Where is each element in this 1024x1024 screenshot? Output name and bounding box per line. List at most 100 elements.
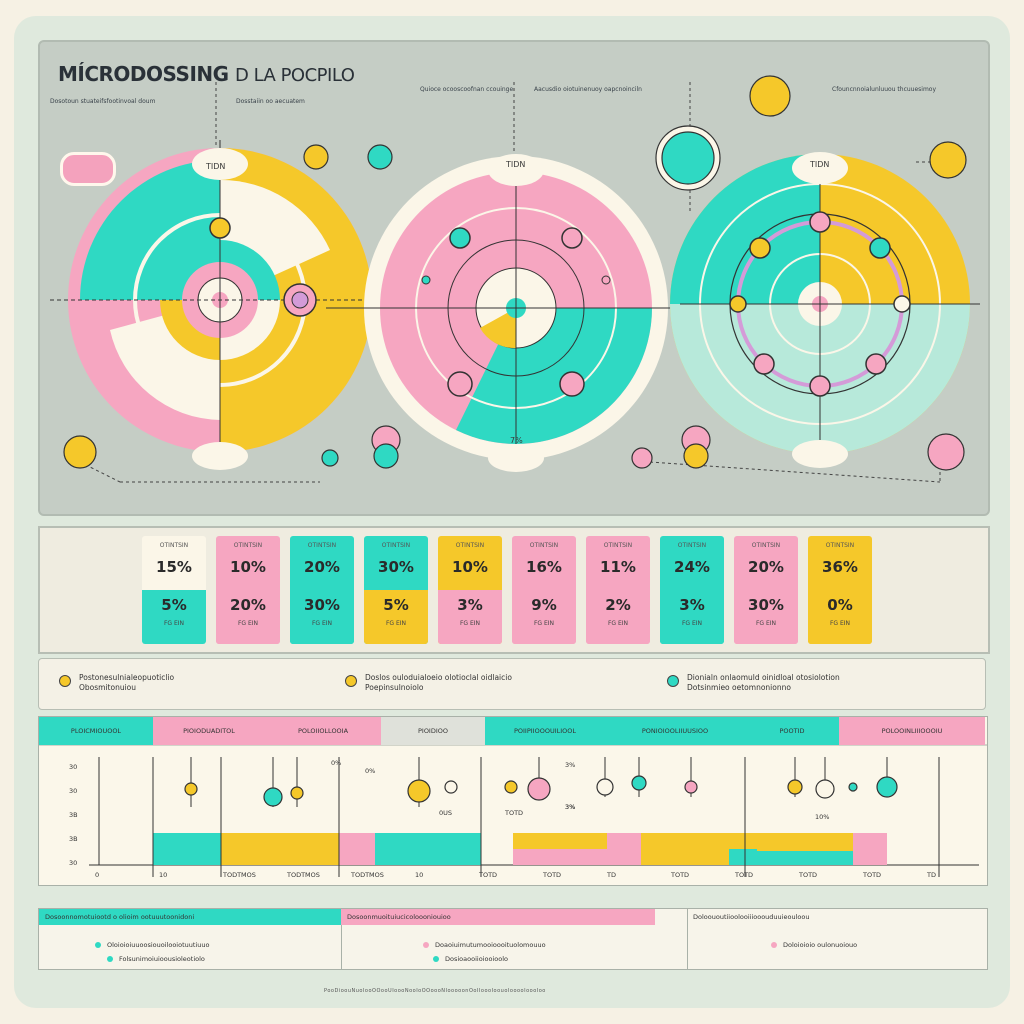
diagram-panel: MÍCRODOSSING D LA POCPILO Dosotoun stuat… <box>38 40 990 516</box>
bullet-icon <box>423 942 429 948</box>
y-tick-label: 3B <box>69 811 78 819</box>
stat-card-header: OTINTSIN <box>825 542 855 549</box>
stat-card-footer: FG EIN <box>829 620 851 627</box>
timeline-annotation: 0% <box>331 759 342 767</box>
stat-card-lower <box>216 590 280 644</box>
footer-text: PooDioouNuoIooOOooUIoooNooIoOOoooNIooooo… <box>324 988 546 994</box>
stat-card-lower <box>808 590 872 644</box>
summary-panel: Dosoonnomotuiootd o olioim ootuuutoonido… <box>38 908 988 970</box>
stat-card-header: OTINTSIN <box>529 542 559 549</box>
timeline-header: PIOIODUADITOL <box>153 717 265 745</box>
stat-card-footer: FG EIN <box>311 620 333 627</box>
x-tick-label: TOTD <box>799 871 818 879</box>
stat-card-header: OTINTSIN <box>307 542 337 549</box>
x-tick-label: TOTD <box>479 871 498 879</box>
x-tick-label: TOTD <box>671 871 690 879</box>
stat-card-lower <box>734 590 798 644</box>
stat-card-bottom-value: 3% <box>457 596 483 614</box>
x-tick-label: TODTMOS <box>223 871 256 879</box>
stat-card-lower <box>142 590 206 644</box>
stat-card-top-value: 11% <box>600 558 636 576</box>
stat-card-top-value: 36% <box>822 558 858 576</box>
pie-diagram-3 <box>670 152 980 468</box>
stat-card-footer: FG EIN <box>385 620 407 627</box>
x-tick-label: 0 <box>95 871 100 879</box>
description-5: Cfouncnnoialunluuou thcuuesimoy <box>832 86 937 93</box>
diagram-2-top-label: TIDN <box>506 160 526 169</box>
description-2: Dosstaiin oo aecuatem <box>236 98 305 105</box>
stat-card: OTINTSIN 36% 0% FG EIN <box>808 536 872 644</box>
stat-card-lower <box>290 590 354 644</box>
stat-card: OTINTSIN 30% 5% FG EIN <box>364 536 428 644</box>
timeline-annotation: TOTD <box>505 809 524 817</box>
stat-card-header: OTINTSIN <box>751 542 781 549</box>
bullet-icon <box>95 942 101 948</box>
stat-card-footer: FG EIN <box>237 620 259 627</box>
timeline-annotation: 0% <box>365 767 376 775</box>
stat-card-bottom-value: 0% <box>827 596 853 614</box>
pill-icons <box>63 75 967 471</box>
stat-card-top-value: 16% <box>526 558 562 576</box>
stat-card-bottom-value: 30% <box>748 596 784 614</box>
stat-card-lower <box>512 590 576 644</box>
x-tick-label: 10 <box>159 871 168 879</box>
stat-card-bottom-value: 2% <box>605 596 631 614</box>
page-title: MÍCRODOSSING D LA POCPILO <box>58 62 355 86</box>
diagram-3-top-label: TIDN <box>810 160 830 169</box>
stat-card-bottom-value: 5% <box>161 596 187 614</box>
x-tick-label: TODTMOS <box>351 871 384 879</box>
description-3: Quioce ocooscoofnan ccouinge <box>420 86 514 93</box>
stat-card-header: OTINTSIN <box>381 542 411 549</box>
timeline-header: POOTID <box>745 717 839 745</box>
bullet-icon <box>771 942 777 948</box>
stat-card-top-value: 30% <box>378 558 414 576</box>
timeline-header: POIIPIIOOOUILIOOL <box>485 717 605 745</box>
x-tick-label: TD <box>607 871 616 879</box>
pie-diagram-1 <box>50 140 398 470</box>
legend-item-3: Dionialn onlaomuld oinidloal otosiolotio… <box>667 673 840 693</box>
bullet-icon <box>433 956 439 962</box>
stat-card-footer: FG EIN <box>163 620 185 627</box>
y-tick-label: 30 <box>69 859 78 867</box>
timeline-graphics <box>39 744 987 877</box>
stat-card-top-value: 20% <box>304 558 340 576</box>
stat-card-header: OTINTSIN <box>159 542 189 549</box>
timeline-annotation: 3% <box>565 803 576 811</box>
stat-card-bottom-value: 20% <box>230 596 266 614</box>
stat-card-footer: FG EIN <box>607 620 629 627</box>
stat-card-top-value: 20% <box>748 558 784 576</box>
summary-section-3: Doloououtiioolooiiiooouduuieouloou Doloi… <box>693 913 858 949</box>
timeline-header: POLOOINLIIIOOOIU <box>839 717 985 745</box>
x-tick-label: 10 <box>415 871 424 879</box>
pill-tag <box>60 152 116 186</box>
stat-card-footer: FG EIN <box>459 620 481 627</box>
stat-card-bottom-value: 5% <box>383 596 409 614</box>
stat-card-lower <box>660 590 724 644</box>
summary-section-1: Dosoonnomotuiootd o olioim ootuuutoonido… <box>39 909 342 969</box>
legend-dot-icon <box>59 675 71 687</box>
timeline-annotation: 3% <box>565 803 576 811</box>
stat-card-top-value: 10% <box>452 558 488 576</box>
y-tick-label: 3B <box>69 835 78 843</box>
stat-card-header: OTINTSIN <box>677 542 707 549</box>
x-tick-label: TD <box>927 871 936 879</box>
timeline-annotation: 10% <box>815 813 830 821</box>
y-tick-label: 30 <box>69 763 78 771</box>
stat-card-bottom-value: 3% <box>679 596 705 614</box>
legend-item-2: Doslos ouloduialoeio olotioclal oidlaici… <box>345 673 512 693</box>
description-4: Aacusdio oiotuinenuoy oapcnoinciln <box>534 86 642 93</box>
stat-card: OTINTSIN 10% 3% FG EIN <box>438 536 502 644</box>
diagram-2-bottom-label: 7% <box>510 436 523 445</box>
stat-card-bottom-value: 9% <box>531 596 557 614</box>
stat-card-footer: FG EIN <box>533 620 555 627</box>
timeline-header: PONIOIOOLIIUUSIOO <box>605 717 745 745</box>
stat-card-bottom-value: 30% <box>304 596 340 614</box>
stat-card-lower <box>364 590 428 644</box>
stat-card-header: OTINTSIN <box>455 542 485 549</box>
stat-card-top-value: 24% <box>674 558 710 576</box>
stat-card: OTINTSIN 20% 30% FG EIN <box>290 536 354 644</box>
